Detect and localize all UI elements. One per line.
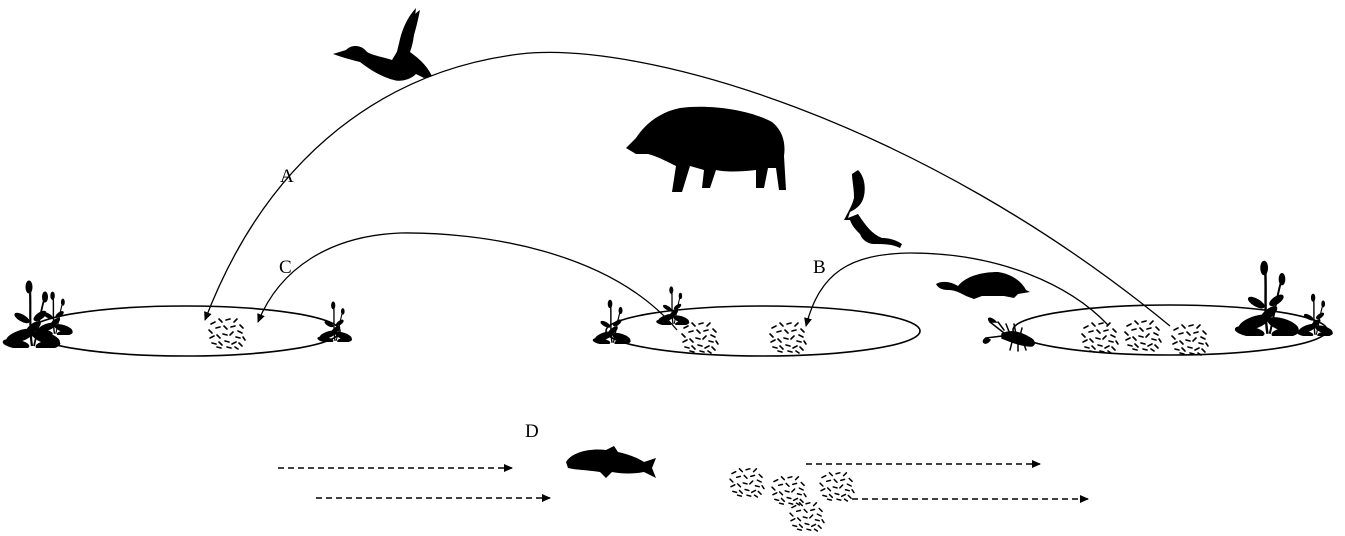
aquatic-plant-icon: [317, 302, 352, 344]
egg-cluster-icon: [209, 319, 245, 349]
pond-middle: [606, 306, 920, 356]
pond-left: [30, 306, 340, 356]
egg-cluster-icon: [770, 323, 806, 353]
fish-icon: [566, 446, 656, 478]
label-a: A: [280, 166, 294, 187]
crayfish-icon: [983, 318, 1034, 351]
egg-cluster-icon: [1125, 321, 1161, 351]
label-b: B: [813, 257, 826, 278]
arrow-c: [258, 233, 677, 330]
egg-cluster-icon: [1082, 323, 1118, 353]
egg-cluster-icon: [772, 477, 806, 505]
egg-cluster-icon: [1172, 325, 1208, 355]
label-d: D: [525, 421, 539, 442]
label-c: C: [279, 257, 292, 278]
arrow-a: [205, 52, 1170, 326]
turtle-icon: [936, 272, 1030, 299]
egg-cluster-icon: [682, 323, 718, 353]
egg-cluster-icon: [820, 473, 854, 501]
egg-cluster-icon: [730, 469, 764, 497]
wild-boar-icon: [626, 107, 786, 192]
aquatic-plant-icon: [1235, 261, 1334, 339]
mink-icon: [844, 170, 902, 248]
egg-cluster-icon: [790, 503, 824, 531]
aquatic-plant-icon: [593, 287, 690, 346]
duck-icon: [333, 8, 432, 81]
